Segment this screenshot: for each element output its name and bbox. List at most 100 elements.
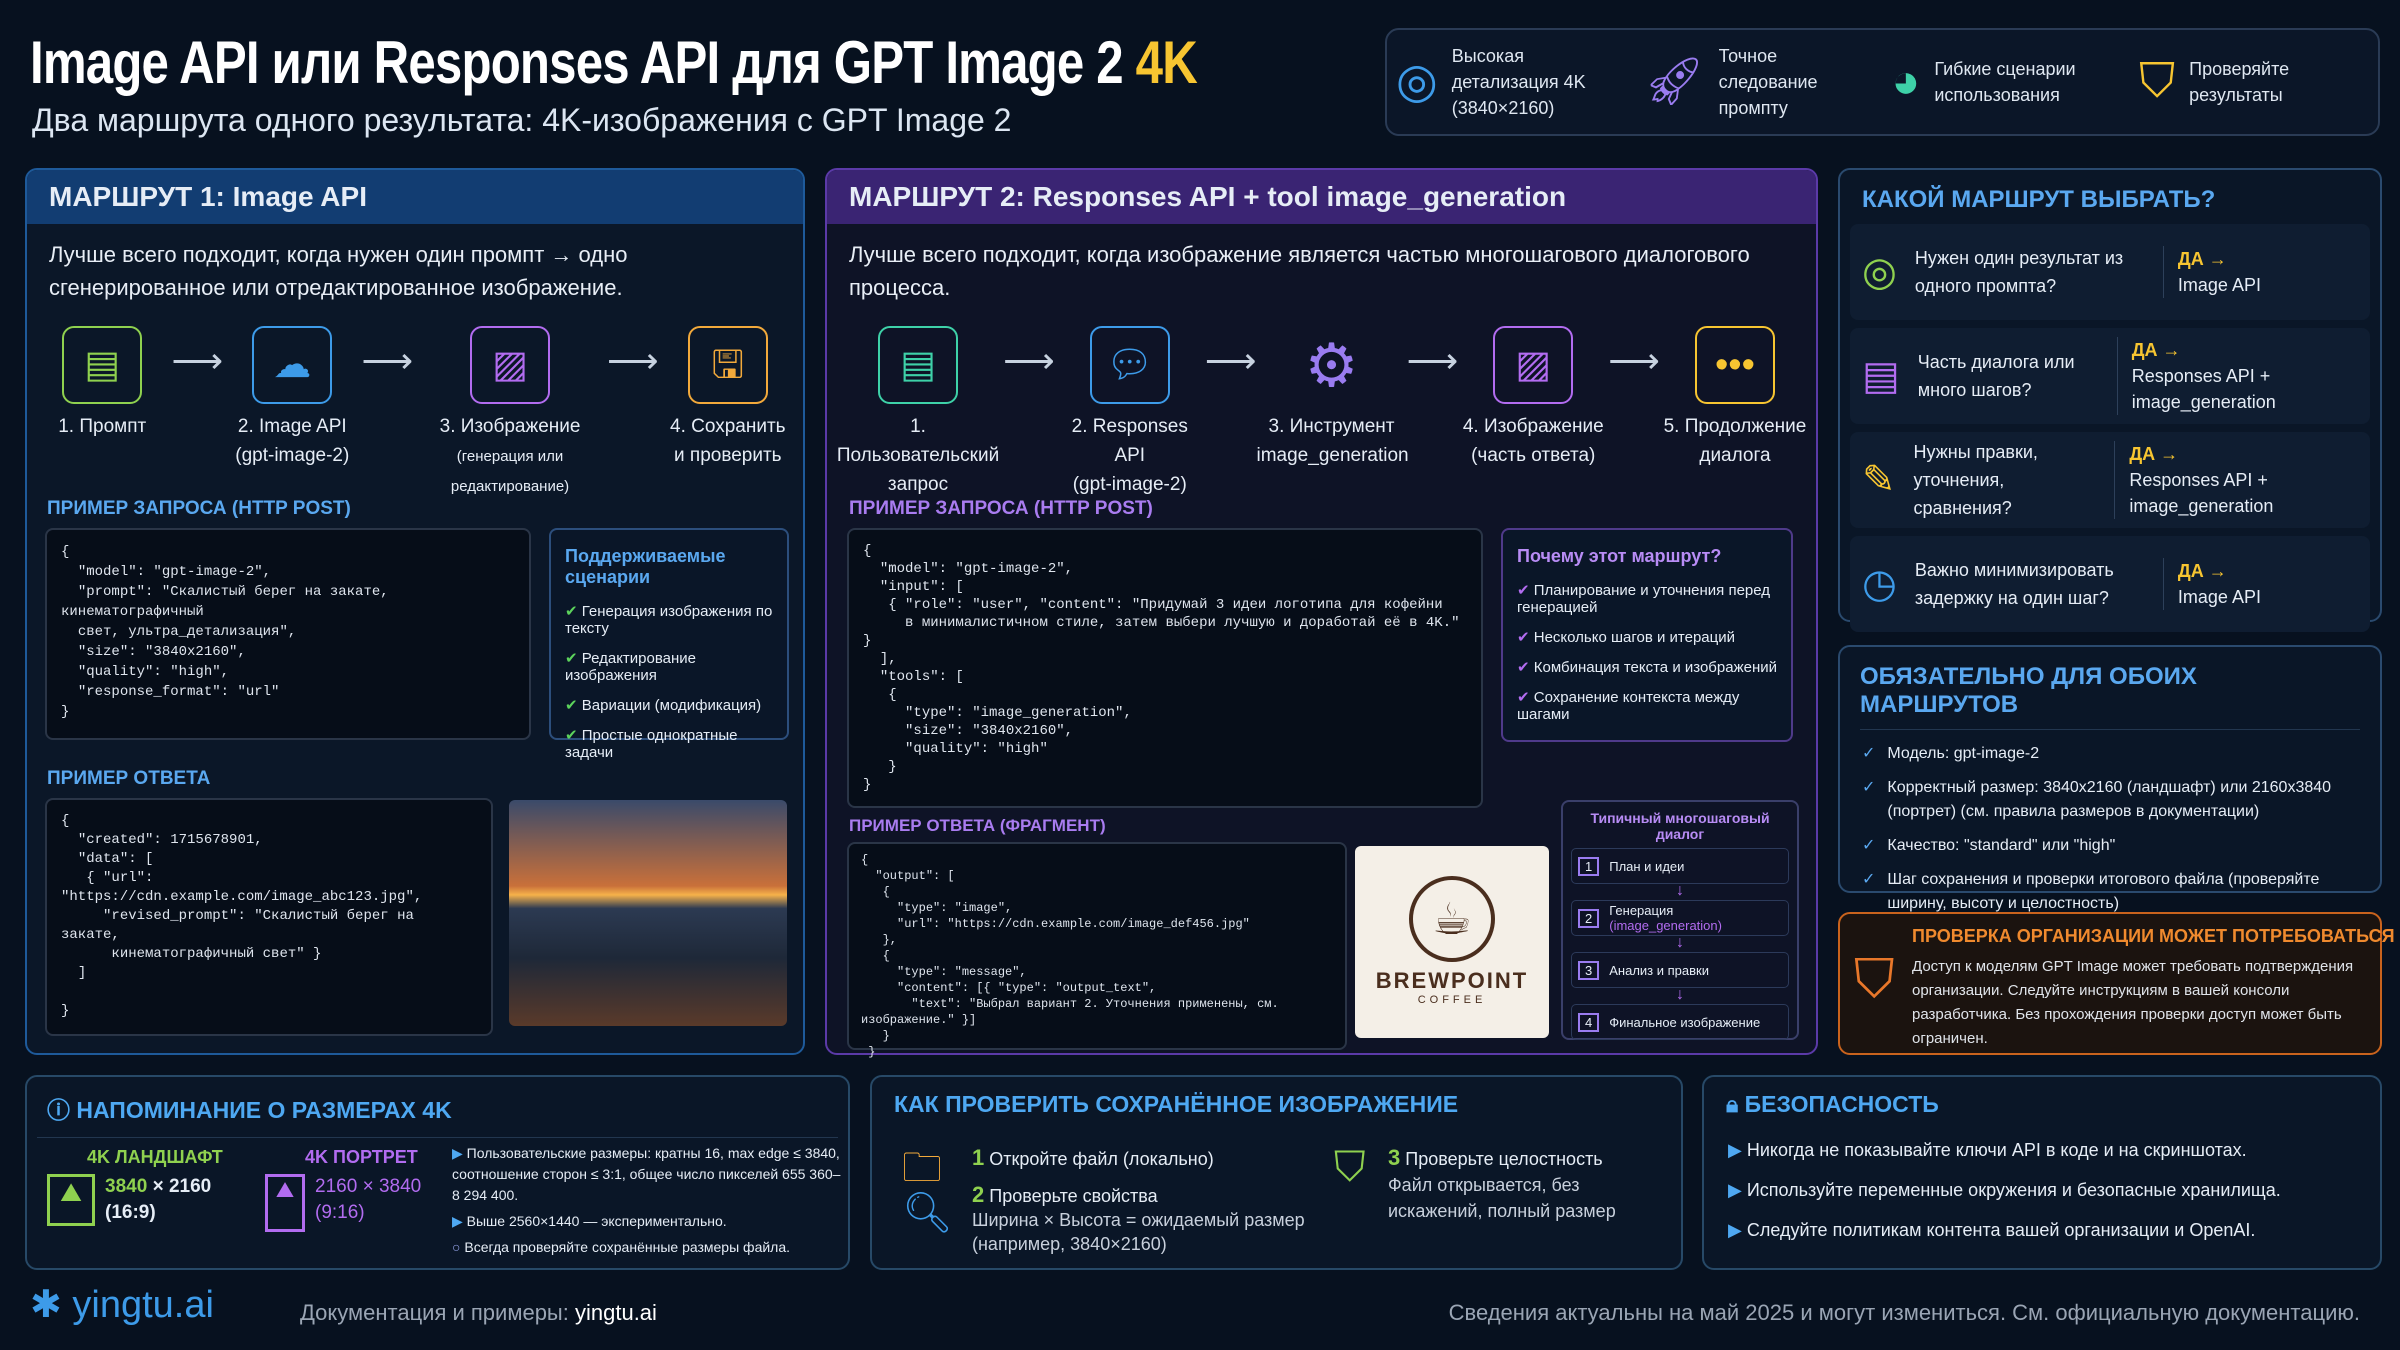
arrow-down-icon: ↓ [1676,986,1684,1003]
request-code: { "model": "gpt-image-2", "prompt": "Ска… [45,528,531,740]
choose-row: ✎Нужны правки, уточнения, сравнения?ДА →… [1850,432,2370,528]
size-note: ▶ Выше 2560×1440 — экспериментально. [452,1213,727,1229]
edit-icon: ✎ [1862,458,1896,502]
page-subtitle: Два маршрута одного результата: 4K-изобр… [32,102,1012,138]
choose-title: КАКОЙ МАРШРУТ ВЫБРАТЬ? [1862,186,2216,213]
size-note: ▶ Пользовательские размеры: кратны 16, m… [452,1145,841,1203]
scenario-item: ✔ Простые однократные задачи [565,727,738,761]
arrow-icon: ⟶ [1406,340,1459,381]
choose-row: ◎Нужен один результат из одного промпта?… [1850,224,2370,320]
target-icon: ◎ [1862,250,1897,294]
response-label: ПРИМЕР ОТВЕТА (ФРАГМЕНТ) [849,816,1106,835]
why-item: ✔ Комбинация текста и изображений [1517,659,1777,676]
why-title: Почему этот маршрут? [1517,546,1722,566]
image-icon: ▨ [470,326,551,404]
must-panel: ОБЯЗАТЕЛЬНО ДЛЯ ОБОИХ МАРШРУТОВ ✓Модель:… [1838,645,2382,912]
arrow-icon: ⟶ [361,340,414,381]
check-circle-icon: ✓ [1862,745,1876,762]
arrow-down-icon: ↓ [1676,882,1684,899]
org-title: ПРОВЕРКА ОРГАНИЗАЦИИ МОЖЕТ ПОТРЕБОВАТЬСЯ [1912,926,2395,946]
security-item: ▶ Используйте переменные окружения и без… [1728,1180,2281,1200]
footer-note: Сведения актуальны на май 2025 и могут и… [1448,1300,2360,1325]
route2-intro: Лучше всего подходит, когда изображение … [849,242,1750,300]
flow-step: ☁2. Image API(gpt-image-2) [223,326,361,470]
route1-intro: Лучше всего подходит, когда нужен один п… [49,242,628,300]
gear-icon: ⚙ [1304,331,1359,399]
shield-check-icon: ⛉ [2139,55,2176,108]
arrow-icon: ⟶ [1003,340,1055,381]
request-code: { "model": "gpt-image-2", "input": [ { "… [847,528,1483,808]
verify-step-1: 1 Откройте файл (локально) [972,1145,1214,1170]
target-icon: ◎ [1395,55,1438,108]
save-icon: 🖫︎ [687,326,768,404]
choose-row: ▤Часть диалога или много шагов?ДА →Respo… [1850,328,2370,424]
portrait-image-icon: ⛰ [265,1174,305,1232]
flow-step: ▤1. Промпт [33,326,171,441]
response-code: { "created": 1715678901, "data": [ { "ur… [45,798,493,1036]
docs-link[interactable]: yingtu.ai [574,1300,657,1325]
scenario-item: ✔ Вариации (модификация) [565,697,762,714]
arrow-icon: ⟶ [1608,340,1660,381]
arrow-down-icon: ↓ [1676,934,1684,951]
size-note: ○ Всегда проверяйте сохранённые размеры … [452,1239,791,1255]
scenarios-box: Поддерживаемые сценарии ✔ Генерация изоб… [549,528,789,761]
arrow-icon: ⟶ [1204,340,1257,381]
route1-panel: МАРШРУТ 1: Image API Лучше всего подходи… [25,168,805,1055]
must-item: ✓Качество: "standard" или "high" [1862,834,2358,858]
shield-check-icon: ⛉ [1334,1143,1366,1190]
why-item: ✔ Сохранение контекста между шагами [1517,689,1740,723]
rocket-icon: 🚀︎ [1643,55,1705,108]
image-icon: ▨ [1493,326,1574,404]
arrow-icon: ⟶ [606,340,659,381]
security-item: ▶ Следуйте политикам контента вашей орга… [1728,1220,2256,1240]
palette-icon: ◕ [1891,55,1921,108]
scenario-item: ✔ Редактирование изображения [565,650,697,684]
security-item: ▶ Никогда не показывайте ключи API в код… [1728,1140,2247,1160]
cloud-icon: ☁ [252,326,333,404]
prompt-icon: ▤ [62,326,143,404]
page-title: Image API или Responses API для GPT Imag… [30,29,1198,96]
portrait-size: 4K ПОРТРЕТ ⛰2160 × 3840(9:16) [265,1147,445,1232]
arrow-icon: ⟶ [171,340,224,381]
route2-panel: МАРШРУТ 2: Responses API + tool image_ge… [825,168,1818,1059]
feature-item: ⛉Проверяйте результаты [2139,55,2290,108]
feature-item: 🚀︎Точное следование промпту [1643,46,1818,118]
must-item: ✓Модель: gpt-image-2 [1862,742,2358,766]
feature-item: ◎Высокая детализация 4K (3840×2160) [1395,46,1586,118]
request-label: ПРИМЕР ЗАПРОСА (HTTP POST) [849,498,1153,519]
chat-icon: ▤ [1862,354,1900,398]
org-text: Доступ к моделям GPT Image может требова… [1912,958,2354,1047]
landscape-size: 4K ЛАНДШАФТ ⛰3840 × 2160(16:9) [47,1147,252,1226]
must-item: ✓Корректный размер: 3840x2160 (ландшафт)… [1862,776,2358,824]
security-title: 🔒︎ БЕЗОПАСНОСТЬ [1726,1091,1939,1117]
coffee-cup-icon: ☕︎ [1409,876,1495,962]
request-label: ПРИМЕР ЗАПРОСА (HTTP POST) [47,498,351,519]
lock-icon: 🔒︎ [1726,1091,1745,1117]
why-box: Почему этот маршрут? ✔ Планирование и ут… [1501,528,1793,742]
prompt-icon: ▤ [878,326,959,404]
scenarios-title: Поддерживаемые сценарии [565,546,726,587]
choose-row: ◷Важно минимизировать задержку на один ш… [1850,536,2370,632]
response-label: ПРИМЕР ОТВЕТА [47,768,211,789]
landscape-image-icon: ⛰ [47,1174,95,1226]
brewpoint-logo-image: ☕︎ BREWPOINT COFFEE [1355,846,1549,1038]
dialog-title: Типичный многошаговый диалог [1590,810,1770,842]
flow-step: ▨4. Изображение(часть ответа) [1458,326,1608,470]
size-notes: ▶ Пользовательские размеры: кратны 16, m… [452,1143,844,1258]
scenario-item: ✔ Генерация изображения по тексту [565,603,773,637]
flow-step: ▨3. Изображение(генерация или редактиров… [413,326,607,501]
brand-logo[interactable]: ✱ yingtu.ai [30,1284,214,1326]
feature-item: ◕Гибкие сценарии использования [1891,55,2076,108]
clock-icon: ◷ [1862,562,1897,606]
must-title: ОБЯЗАТЕЛЬНО ДЛЯ ОБОИХ МАРШРУТОВ [1860,647,2360,730]
feature-bar: ◎Высокая детализация 4K (3840×2160) 🚀︎То… [1385,28,2380,136]
verify-panel: КАК ПРОВЕРИТЬ СОХРАНЁННОЕ ИЗОБРАЖЕНИЕ 🗀 … [870,1075,1683,1270]
security-panel: 🔒︎ БЕЗОПАСНОСТЬ ▶ Никогда не показывайте… [1702,1075,2382,1270]
